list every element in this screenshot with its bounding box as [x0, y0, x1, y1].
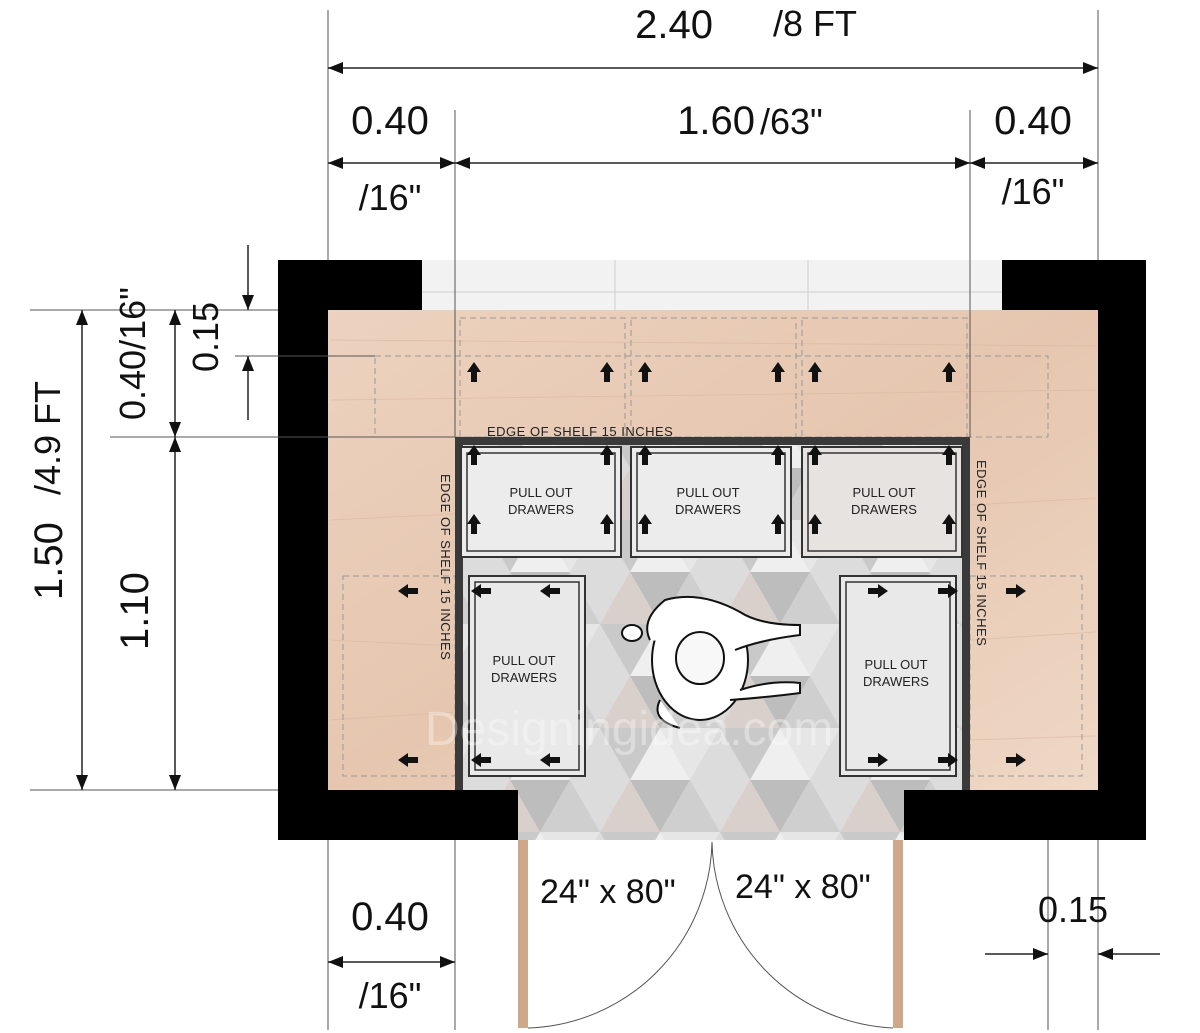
pull-up-arrow-icon [771, 362, 785, 382]
drawer-label: DRAWERS [675, 502, 741, 517]
dim-top-wall: 0.15 [185, 302, 226, 372]
drawer-label: DRAWERS [508, 502, 574, 517]
pull-up-arrow-icon [808, 514, 822, 534]
pull-up-arrow-icon [467, 362, 481, 382]
pull-left-arrow-icon [540, 753, 560, 767]
dim-lower-depth: 1.10 [113, 572, 157, 650]
drawer-units: PULL OUT DRAWERS PULL OUT DRAWERS PULL O… [460, 446, 963, 777]
drawer-unit-top-1: PULL OUT DRAWERS [460, 446, 622, 558]
doors: 24" x 80" 24" x 80" [518, 840, 903, 1029]
pull-up-arrow-icon [942, 445, 956, 465]
drawer-unit-left: PULL OUT DRAWERS [468, 575, 586, 777]
pull-up-arrow-icon [638, 362, 652, 382]
dim-middle-value: 1.60 [677, 99, 755, 143]
dim-top-shelf-depth: 0.40/16" [112, 287, 153, 420]
drawer-label: PULL OUT [864, 657, 927, 672]
drawer-unit-top-2: PULL OUT DRAWERS [630, 446, 792, 558]
door-label-left: 24" x 80" [540, 873, 676, 911]
drawer-label: DRAWERS [851, 502, 917, 517]
dim-right-unit: /16" [1002, 171, 1065, 212]
edge-of-shelf-label-right: EDGE OF SHELF 15 INCHES [974, 460, 989, 646]
pull-arrows [398, 362, 1026, 767]
pull-right-arrow-icon [1006, 584, 1026, 598]
dim-depth-unit: /4.9 FT [27, 381, 68, 495]
dim-bottom-left-value: 0.40 [351, 895, 429, 939]
drawer-label: PULL OUT [676, 485, 739, 500]
pull-right-arrow-icon [868, 753, 888, 767]
shelf-frame [455, 437, 970, 790]
drawer-unit-right: PULL OUT DRAWERS [839, 575, 957, 777]
drawer-label: PULL OUT [509, 485, 572, 500]
dim-left-value: 0.40 [351, 99, 429, 143]
pull-up-arrow-icon [600, 445, 614, 465]
dim-overall-width-value: 2.40 [635, 3, 713, 47]
pull-right-arrow-icon [868, 584, 888, 598]
drawer-unit-top-3: PULL OUT DRAWERS [801, 446, 963, 558]
pull-up-arrow-icon [771, 445, 785, 465]
dim-left-unit: /16" [359, 177, 422, 218]
dim-right-value: 0.40 [994, 99, 1072, 143]
drawer-label: PULL OUT [852, 485, 915, 500]
edge-of-shelf-label-top: EDGE OF SHELF 15 INCHES [487, 424, 673, 439]
dim-middle-unit: /63" [760, 101, 823, 142]
pull-up-arrow-icon [771, 514, 785, 534]
drawer-label: PULL OUT [492, 653, 555, 668]
watermark: Designingidea.com [425, 703, 833, 756]
drawer-label: DRAWERS [863, 674, 929, 689]
pull-left-arrow-icon [540, 584, 560, 598]
dim-bottom-right-wall: 0.15 [1038, 889, 1108, 930]
door-label-right: 24" x 80" [735, 868, 871, 906]
pull-left-arrow-icon [398, 753, 418, 767]
pull-up-arrow-icon [600, 362, 614, 382]
pull-right-arrow-icon [1006, 753, 1026, 767]
pull-left-arrow-icon [471, 584, 491, 598]
pull-right-arrow-icon [938, 584, 958, 598]
person-figure [621, 595, 801, 729]
dimensions: 2.40 /8 FT 0.40 /16" 1.60 /63" 0.40 /16"… [27, 3, 1160, 1030]
dim-overall-width-unit: /8 FT [773, 3, 857, 44]
pull-up-arrow-icon [942, 514, 956, 534]
pull-up-arrow-icon [600, 514, 614, 534]
pull-up-arrow-icon [808, 362, 822, 382]
pull-up-arrow-icon [942, 362, 956, 382]
pull-left-arrow-icon [471, 753, 491, 767]
pull-up-arrow-icon [638, 514, 652, 534]
pull-right-arrow-icon [938, 753, 958, 767]
pull-left-arrow-icon [398, 584, 418, 598]
dim-depth-value: 1.50 [27, 522, 71, 600]
pull-up-arrow-icon [808, 445, 822, 465]
drawer-label: DRAWERS [491, 670, 557, 685]
pull-up-arrow-icon [638, 445, 652, 465]
pull-up-arrow-icon [467, 514, 481, 534]
edge-of-shelf-label-left: EDGE OF SHELF 15 INCHES [438, 474, 453, 660]
wood-grain [329, 339, 1097, 741]
pull-up-arrow-icon [467, 445, 481, 465]
dim-bottom-left-unit: /16" [359, 975, 422, 1016]
